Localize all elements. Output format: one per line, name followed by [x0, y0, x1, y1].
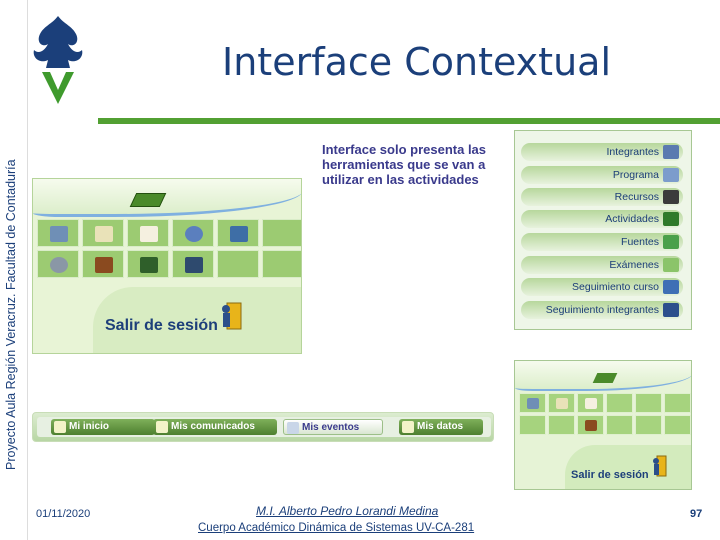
menu-integrantes[interactable]: Integrantes [521, 143, 683, 161]
tool-cell [262, 219, 301, 247]
tool-cell[interactable] [127, 219, 169, 247]
nav-mis-datos[interactable]: Mis datos [399, 419, 483, 435]
logout-area [93, 287, 301, 353]
tool-cell[interactable] [82, 250, 124, 278]
page-number: 97 [690, 508, 703, 520]
nav-mi-inicio[interactable]: Mi inicio [51, 419, 155, 435]
menu-label: Fuentes [621, 236, 659, 248]
calendar-icon [663, 168, 679, 182]
panel-header [33, 179, 301, 217]
tool-cell [606, 393, 633, 413]
menu-examenes[interactable]: Exámenes [521, 256, 683, 274]
activities-icon [663, 212, 679, 226]
menu-label: Seguimiento curso [572, 281, 659, 293]
compact-tool-panel: Salir de sesión [514, 360, 692, 490]
menu-label: Actividades [605, 213, 659, 225]
nav-mis-comunicados[interactable]: Mis comunicados [153, 419, 277, 435]
tool-cell[interactable] [548, 393, 575, 413]
footer-academic-body: Cuerpo Académico Dinámica de Sistemas UV… [198, 522, 475, 534]
tool-cell[interactable] [577, 415, 604, 435]
calendar-icon [556, 398, 568, 409]
menu-fuentes[interactable]: Fuentes [521, 233, 683, 251]
clipboard-icon [585, 398, 597, 409]
side-bar [0, 0, 28, 540]
books-icon [95, 257, 113, 273]
menu-seguimiento-curso[interactable]: Seguimiento curso [521, 278, 683, 296]
nav-label: Mis comunicados [171, 421, 255, 432]
door-icon[interactable] [221, 301, 243, 331]
university-logo [33, 16, 83, 104]
team-icon [663, 303, 679, 317]
navigation-bar: Mi inicio Mis comunicados Mis eventos Mi… [32, 412, 494, 442]
calendar-icon [287, 422, 299, 434]
tool-cell [664, 393, 691, 413]
compact-tool-grid [519, 393, 691, 435]
menu-recursos[interactable]: Recursos [521, 188, 683, 206]
nav-label: Mis datos [417, 421, 464, 432]
tool-cell[interactable] [217, 219, 259, 247]
nav-label: Mi inicio [69, 421, 109, 432]
team-icon [185, 257, 203, 273]
course-menu: Integrantes Programa Recursos Actividade… [514, 130, 692, 330]
users-icon [140, 257, 158, 273]
tools-icon [230, 226, 248, 242]
tool-cell [635, 415, 662, 435]
chat-icon [50, 257, 68, 273]
menu-programa[interactable]: Programa [521, 166, 683, 184]
menu-label: Exámenes [609, 259, 659, 271]
menu-label: Recursos [614, 191, 659, 203]
tool-cell[interactable] [82, 219, 124, 247]
resources-icon [663, 190, 679, 204]
tool-cell [635, 393, 662, 413]
sources-icon [663, 235, 679, 249]
exams-icon [663, 258, 679, 272]
calendar-icon [527, 398, 539, 409]
data-icon [402, 421, 414, 433]
menu-seguimiento-integrantes[interactable]: Seguimiento integrantes [521, 301, 683, 319]
tool-cell [217, 250, 259, 278]
footer-date: 01/11/2020 [36, 508, 91, 520]
menu-label: Programa [612, 169, 659, 181]
side-title: Proyecto Aula Región Veracruz. Facultad … [4, 159, 18, 470]
tool-cell [606, 415, 633, 435]
books-icon [585, 420, 597, 431]
clipboard-icon [140, 226, 158, 242]
tool-cell [262, 250, 301, 278]
message-icon [156, 421, 168, 433]
door-icon[interactable] [653, 455, 667, 477]
logout-area [565, 445, 691, 489]
menu-label: Seguimiento integrantes [545, 304, 659, 316]
users-icon [663, 145, 679, 159]
tool-cell[interactable] [37, 250, 79, 278]
tool-cell[interactable] [577, 393, 604, 413]
home-icon [54, 421, 66, 433]
menu-label: Integrantes [606, 146, 659, 158]
tool-cell[interactable] [127, 250, 169, 278]
tool-cell [548, 415, 575, 435]
footer-author: M.I. Alberto Pedro Lorandi Medina [256, 504, 439, 518]
nav-mis-eventos[interactable]: Mis eventos [283, 419, 383, 435]
tool-cell[interactable] [172, 250, 214, 278]
tool-cell [664, 415, 691, 435]
description-text: Interface solo presenta las herramientas… [322, 142, 487, 187]
logout-button[interactable]: Salir de sesión [105, 317, 218, 334]
tracking-icon [663, 280, 679, 294]
tool-cell[interactable] [172, 219, 214, 247]
tool-cell [519, 415, 546, 435]
logout-button[interactable]: Salir de sesión [571, 469, 649, 481]
tool-panel: Salir de sesión [32, 178, 302, 354]
nav-label: Mis eventos [302, 422, 360, 433]
page-title: Interface Contextual [222, 40, 611, 84]
tool-grid [37, 219, 301, 278]
calendar-icon [95, 226, 113, 242]
tool-cell[interactable] [519, 393, 546, 413]
menu-actividades[interactable]: Actividades [521, 210, 683, 228]
title-divider [98, 118, 720, 124]
calendar-icon [50, 226, 68, 242]
tool-cell[interactable] [37, 219, 79, 247]
people-circle-icon [185, 226, 203, 242]
